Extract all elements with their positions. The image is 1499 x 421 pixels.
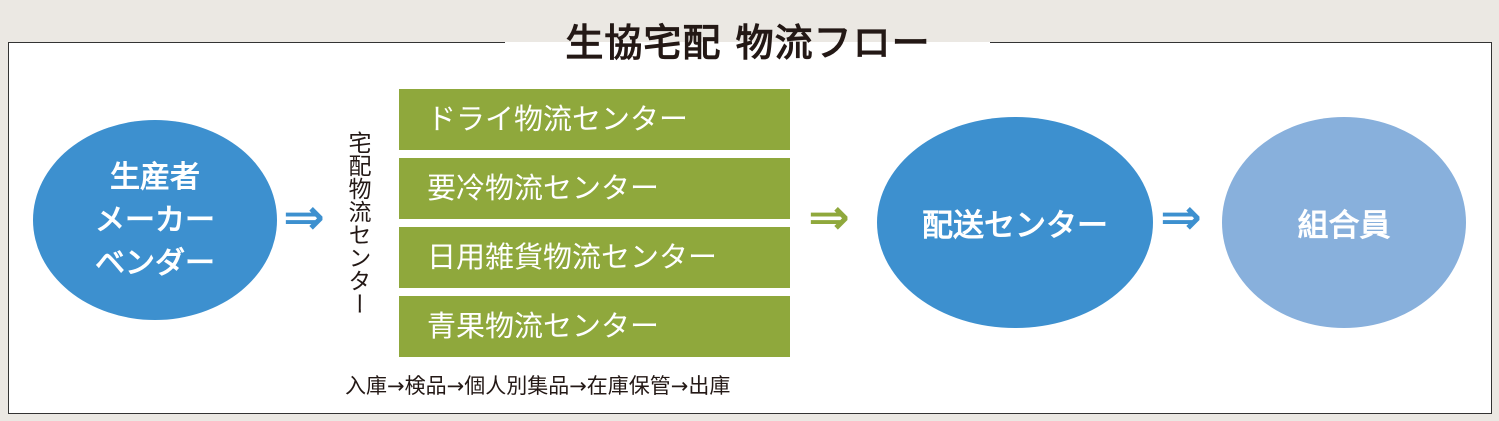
diagram-title: 生協宅配 物流フロー — [565, 21, 931, 65]
member-node: 組合員 — [1222, 117, 1466, 328]
maker-label: メーカー — [95, 202, 215, 238]
center-daily-goods: 日用雑貨物流センター — [399, 227, 790, 288]
center-dry: ドライ物流センター — [399, 89, 790, 150]
producer-node: 生産者 メーカー ベンダー — [33, 120, 277, 320]
frame-top-border-left — [8, 42, 505, 43]
arrow-right-icon: ⇒ — [283, 188, 325, 246]
home-delivery-center-label: 宅配物流センター — [344, 131, 370, 315]
delivery-center-node: 配送センター — [877, 117, 1153, 328]
arrow-right-icon: ⇒ — [808, 188, 850, 246]
delivery-center-label: 配送センター — [922, 208, 1108, 244]
arrow-right-icon: ⇒ — [1160, 188, 1202, 246]
producer-label: 生産者 — [110, 159, 200, 195]
center-refrigerated: 要冷物流センター — [399, 158, 790, 219]
process-caption: 入庫→検品→個人別集品→在庫保管→出庫 — [345, 374, 731, 398]
center-produce: 青果物流センター — [399, 296, 790, 357]
member-label: 組合員 — [1297, 208, 1391, 244]
frame-top-border-right — [990, 42, 1491, 43]
vendor-label: ベンダー — [95, 245, 215, 281]
